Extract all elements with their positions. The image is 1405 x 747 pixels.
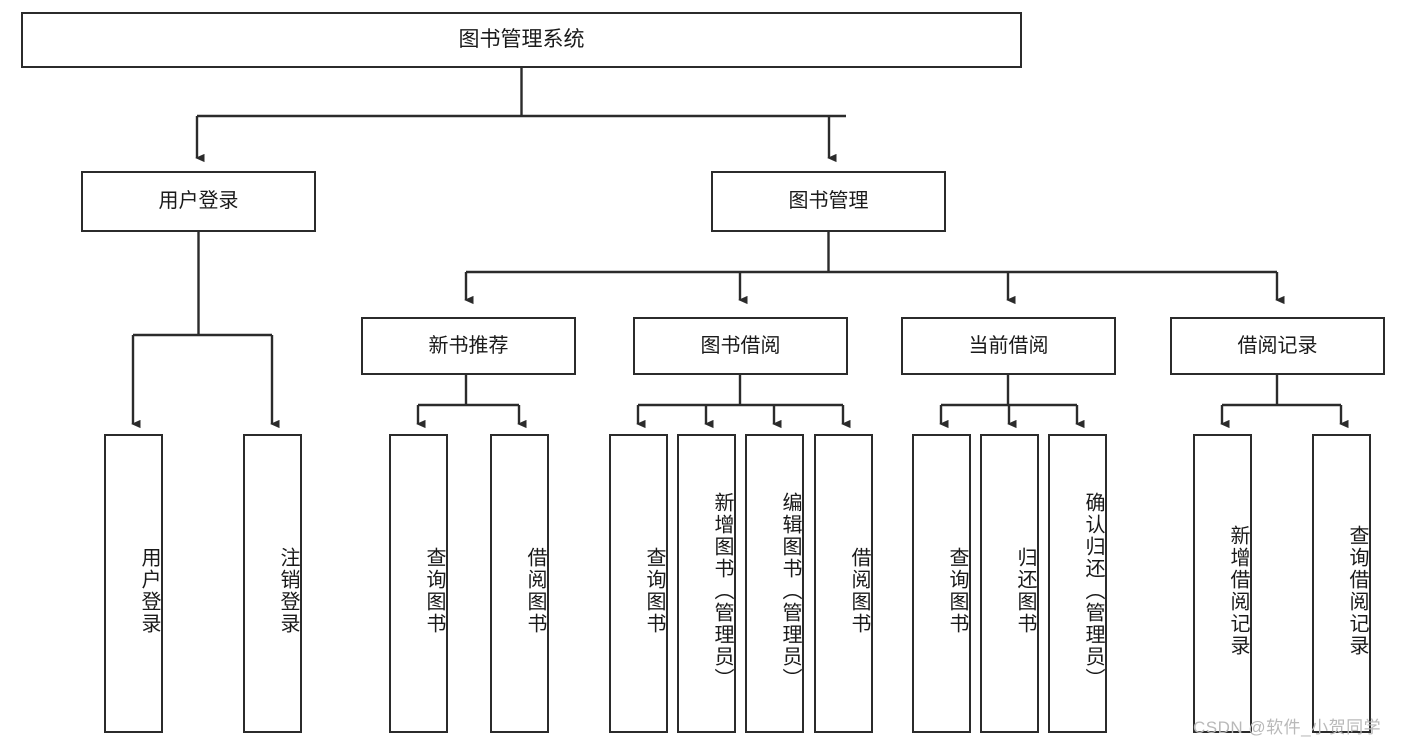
- node-book-manage[interactable]: 图书管理: [711, 171, 946, 232]
- node-label: 图书借阅: [700, 334, 781, 357]
- node-label: 查询图书: [423, 546, 445, 635]
- node-label: 确认归还（管理员）: [1082, 491, 1104, 690]
- leaf-user-login-logout[interactable]: 注销登录: [243, 434, 302, 733]
- node-label: 注销登录: [277, 546, 299, 635]
- node-label: 新增图书（管理员）: [711, 491, 733, 690]
- leaf-user-login-login[interactable]: 用户登录: [104, 434, 163, 733]
- node-root-system[interactable]: 图书管理系统: [21, 12, 1022, 68]
- node-label: 当前借阅: [968, 334, 1049, 357]
- node-label: 新书推荐: [428, 334, 509, 357]
- node-label: 新增借阅记录: [1227, 524, 1249, 657]
- leaf-current-borrow-query[interactable]: 查询图书: [912, 434, 971, 733]
- node-new-book-recommend[interactable]: 新书推荐: [361, 317, 576, 375]
- node-label: 图书管理系统: [458, 27, 585, 51]
- node-label: 借阅图书: [848, 546, 870, 635]
- leaf-book-borrow-lend[interactable]: 借阅图书: [814, 434, 873, 733]
- leaf-new-book-borrow[interactable]: 借阅图书: [490, 434, 549, 733]
- leaf-book-borrow-add[interactable]: 新增图书（管理员）: [677, 434, 736, 733]
- leaf-borrow-record-query[interactable]: 查询借阅记录: [1312, 434, 1371, 733]
- leaf-current-borrow-confirm-return[interactable]: 确认归还（管理员）: [1048, 434, 1107, 733]
- leaf-borrow-record-add[interactable]: 新增借阅记录: [1193, 434, 1252, 733]
- node-label: 用户登录: [138, 546, 160, 635]
- node-book-borrow[interactable]: 图书借阅: [633, 317, 848, 375]
- watermark-text: CSDN @软件_小贺同学: [1193, 718, 1382, 737]
- node-label: 编辑图书（管理员）: [779, 491, 801, 690]
- node-label: 借阅图书: [524, 546, 546, 635]
- node-label: 查询借阅记录: [1346, 524, 1368, 657]
- node-current-borrow[interactable]: 当前借阅: [901, 317, 1116, 375]
- leaf-new-book-query[interactable]: 查询图书: [389, 434, 448, 733]
- node-label: 用户登录: [158, 190, 239, 212]
- leaf-book-borrow-query[interactable]: 查询图书: [609, 434, 668, 733]
- node-label: 归还图书: [1014, 546, 1036, 635]
- leaf-current-borrow-return[interactable]: 归还图书: [980, 434, 1039, 733]
- node-label: 图书管理: [788, 190, 869, 212]
- node-label: 借阅记录: [1237, 334, 1318, 357]
- leaf-book-borrow-edit[interactable]: 编辑图书（管理员）: [745, 434, 804, 733]
- node-label: 查询图书: [643, 546, 665, 635]
- node-user-login[interactable]: 用户登录: [81, 171, 316, 232]
- node-label: 查询图书: [946, 546, 968, 635]
- node-borrow-record[interactable]: 借阅记录: [1170, 317, 1385, 375]
